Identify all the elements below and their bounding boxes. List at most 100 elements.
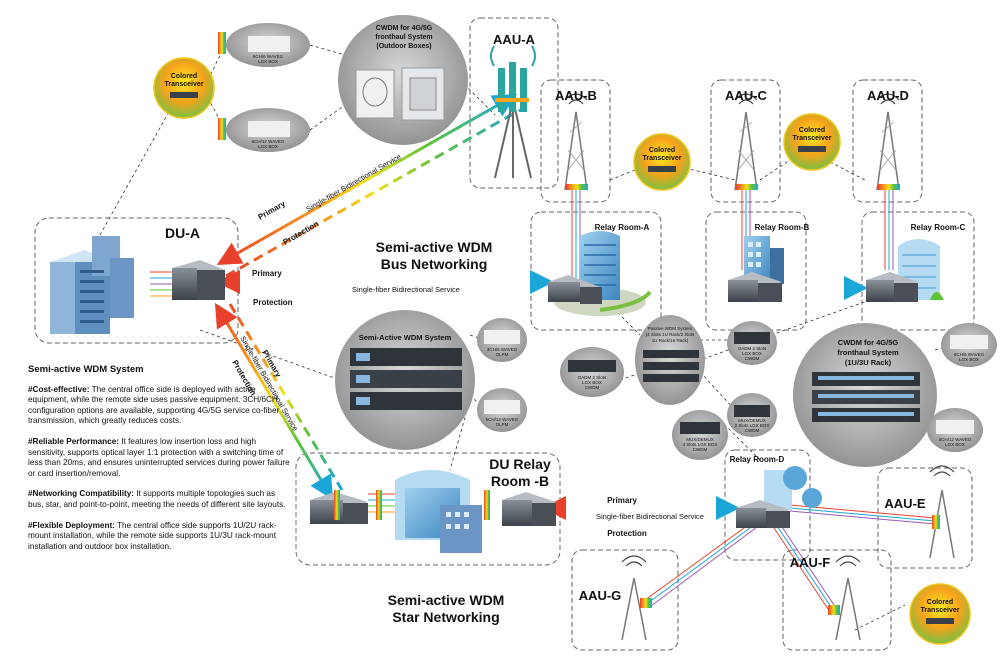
description-panel: Semi-active WDM System #Cost-effective: … (28, 364, 290, 562)
service-label: Single-fiber Bidirectional Service (352, 285, 460, 294)
aau-d-label: AAU-D (867, 88, 909, 103)
device-label: LGX BOX (258, 59, 278, 64)
primary-label: Primary (607, 496, 637, 505)
leader-line (854, 604, 906, 631)
passive-wdm-title-3: 1U Rack/16 Rack) (652, 338, 689, 343)
bus-title-1: Semi-active WDM (376, 239, 493, 255)
panel-paragraph: #Reliable Performance: It features low i… (28, 437, 290, 479)
device-label: 3CH/6 WAVEG (487, 347, 518, 352)
aau-b-tower (564, 93, 588, 191)
relay-room-c-label: Relay Room-C (911, 223, 966, 232)
aau-d-tower (876, 93, 900, 191)
leader-line (699, 371, 736, 411)
du-a-label: DU-A (165, 225, 200, 241)
aau-g-tower (621, 555, 652, 641)
relay-room-d-region (724, 449, 811, 561)
protection-label: Protection (607, 529, 647, 538)
cwdm-outdoor-title-3: (Outdoor Boxes) (376, 43, 431, 50)
aau-b-label: AAU-B (555, 88, 597, 103)
relay-room-a-building (548, 231, 652, 316)
relay-room-d-building (736, 466, 822, 528)
device-label: LGX BOX (258, 144, 278, 149)
aau-g-region (571, 549, 679, 651)
device-label: MUX/DEMUX (738, 418, 766, 423)
du-a-servers (50, 236, 134, 334)
cwdm-rack-title-1: CWDM for 4G/5G (838, 338, 899, 347)
service-label: Single-fiber Bidirectional Service (596, 512, 704, 521)
badge-line-2: Transceiver (921, 607, 960, 614)
cwdm-outdoor-callout (338, 15, 468, 145)
device-label: CWDM (745, 356, 760, 361)
device-label: OLPM (496, 422, 509, 427)
badge-line-2: Transceiver (165, 81, 204, 88)
du-relay-b-equipment (310, 470, 556, 553)
relay-room-b-building (728, 236, 784, 302)
colored-transceiver-badge: Colored Transceiver (783, 113, 841, 171)
device-labels: 6CH/6 WAVEG LGX BOX 6CH/12 WAVEG LGX BOX… (252, 54, 985, 452)
leader-line (309, 104, 346, 131)
badge-line-2: Transceiver (643, 155, 682, 162)
device-label: 6CH/12 WAVEG (252, 139, 285, 144)
device-label: LGX BOX (945, 442, 965, 447)
semi-active-title: Semi-Active WDM System (359, 333, 452, 342)
device-label: 6CH/12 WAVEG (486, 417, 519, 422)
device-thumb (226, 108, 310, 152)
paragraph-heading: #Reliable Performance: (28, 436, 120, 446)
device-label: OLPM (496, 352, 509, 357)
device-label: 6CH/6 WAVEG (253, 54, 284, 59)
colored-transceiver-badge: Colored Transceiver (153, 57, 215, 119)
du-to-relay-a-link (216, 270, 554, 299)
device-thumb (672, 410, 728, 460)
paragraph-heading: #Networking Compatibility: (28, 489, 134, 499)
aau-c-region (710, 79, 781, 203)
device-label: MUX/DEMUX (686, 437, 714, 442)
badge-line-1: Colored (927, 599, 953, 606)
cwdm-outdoor-title-1: CWDM for 4G/5G (376, 25, 433, 32)
aau-c-tower (734, 93, 758, 191)
device-label: OADM 2 Slots (578, 375, 607, 380)
paragraph-body: It supports multiple topologies such as … (28, 489, 286, 509)
aau-a-tower (490, 45, 536, 179)
aau-b-region (540, 79, 611, 203)
passive-wdm-title-2: (4 Slots 1U Rack/2 Slots (646, 332, 696, 337)
badge-line-1: Colored (171, 73, 197, 80)
paragraph-heading: #Flexible Deployment: (28, 520, 115, 530)
aau-c-label: AAU-C (725, 88, 767, 103)
panel-paragraph: #Networking Compatibility: It supports m… (28, 489, 290, 510)
panel-paragraph: #Cost-effective: The central office side… (28, 385, 290, 427)
primary-label: Primary (252, 269, 282, 278)
leader-line (829, 161, 866, 181)
relay-room-c-building (866, 239, 944, 302)
panel-title: Semi-active WDM System (28, 364, 144, 375)
relay-room-d-label: Relay Room-D (730, 455, 785, 464)
device-label: 6CH/12 WAVEG (939, 437, 972, 442)
device-thumb (727, 393, 777, 437)
passive-wdm-callout (635, 315, 705, 405)
panel-paragraph: #Flexible Deployment: The central office… (28, 521, 290, 553)
device-thumb (560, 347, 624, 397)
bus-title-2: Bus Networking (381, 256, 488, 272)
star-title-2: Star Networking (392, 609, 499, 625)
device-thumb (477, 318, 527, 362)
aau-f-region (782, 549, 892, 651)
cwdm-rack-callout (793, 323, 937, 467)
relay-room-c-region (861, 211, 975, 331)
passive-wdm-title-1: Passive WDM System (648, 326, 693, 331)
device-label: CWDM (585, 385, 600, 390)
device-label: LGX BOX (582, 380, 602, 385)
aau-f-tower (828, 555, 861, 641)
leader-line (684, 167, 736, 181)
paragraph-body: It features low insertion loss and high … (28, 436, 290, 478)
device-label: 6CH/6 WAVEG (954, 352, 985, 357)
device-thumb (727, 321, 777, 365)
leader-line (309, 44, 346, 56)
colored-transceiver-badge: Colored Transceiver (633, 133, 691, 191)
aau-e-label: AAU-E (884, 496, 925, 511)
du-a-wdm-device (172, 260, 225, 300)
relay-room-a-label: Relay Room-A (595, 223, 650, 232)
device-label: OADM 2 Slots (738, 346, 767, 351)
primary-label: Primary (257, 199, 288, 222)
device-label: LGX BOX (959, 357, 979, 362)
cwdm-rack-title-3: (1U/3U Rack) (845, 358, 892, 367)
